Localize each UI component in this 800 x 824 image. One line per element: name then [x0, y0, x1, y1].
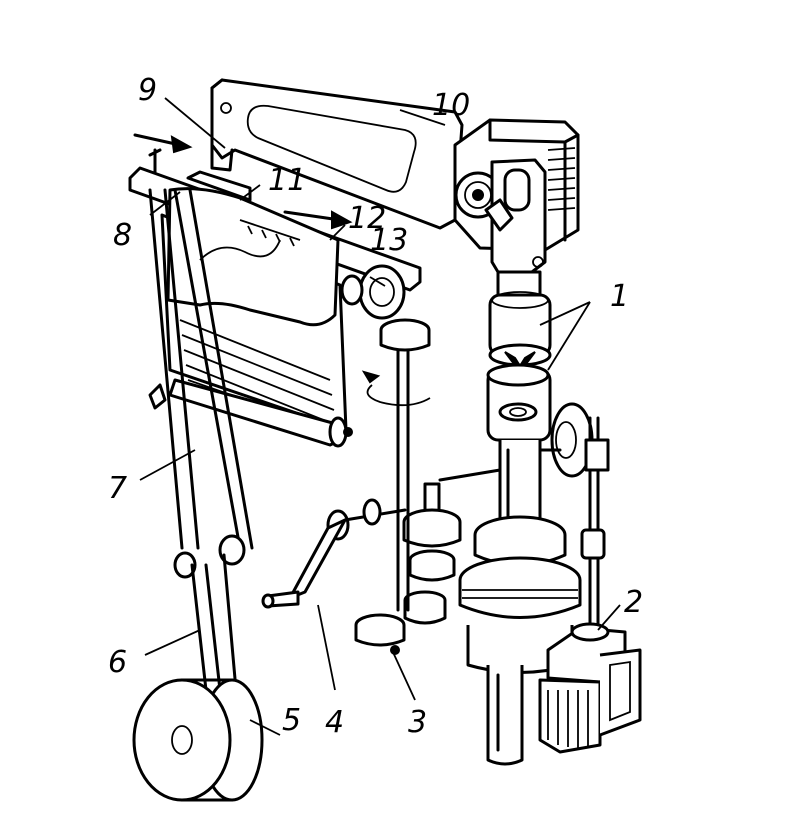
- arm-10: [210, 78, 464, 230]
- label-6: 6: [108, 645, 127, 680]
- label-1: 1: [610, 279, 629, 314]
- small-gears: [402, 482, 462, 625]
- lever-and-pulley: [132, 188, 264, 802]
- label-4: 4: [325, 705, 344, 740]
- label-12: 12: [348, 201, 386, 236]
- leader-lines: [133, 97, 621, 736]
- label-13: 13: [370, 223, 408, 258]
- label-5: 5: [282, 703, 301, 738]
- label-3: 3: [408, 705, 427, 740]
- label-11: 11: [268, 163, 306, 198]
- lower-gear-stack: [458, 515, 582, 766]
- side-wheel: [538, 402, 610, 642]
- upper-motor-housing: [453, 118, 580, 277]
- part-labels: 1 2 3 4 5 6 7 8 9 10 11 12 13: [108, 73, 643, 740]
- crank-handle-4: [261, 468, 502, 609]
- central-shaft: [486, 270, 552, 532]
- label-2: 2: [624, 585, 643, 620]
- label-10: 10: [432, 88, 470, 123]
- label-9: 9: [138, 73, 157, 108]
- motor-2: [538, 622, 642, 754]
- label-7: 7: [108, 471, 127, 506]
- label-8: 8: [113, 218, 132, 253]
- gear-13: [340, 264, 431, 655]
